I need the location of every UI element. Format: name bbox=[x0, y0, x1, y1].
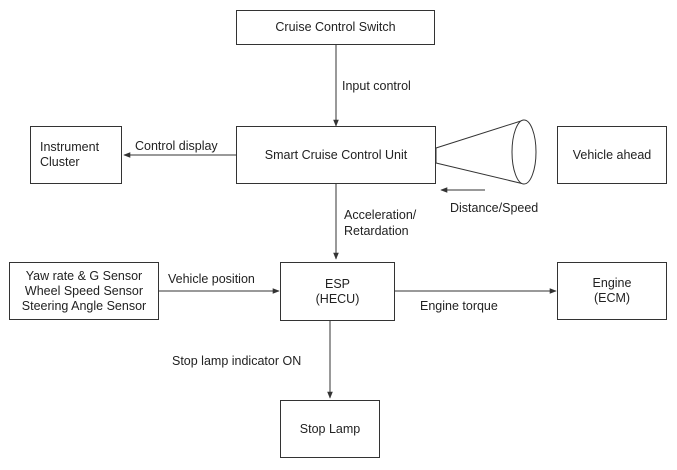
acceleration-label: Acceleration/ Retardation bbox=[344, 208, 417, 238]
esp-hecu-box: ESP (HECU) bbox=[280, 262, 395, 321]
engine-ecm-box: Engine (ECM) bbox=[557, 262, 667, 320]
distance-speed-label: Distance/Speed bbox=[450, 201, 539, 215]
cruise-control-switch-box: Cruise Control Switch bbox=[236, 10, 435, 45]
vehicle-ahead-box: Vehicle ahead bbox=[557, 126, 667, 184]
input-control-label: Input control bbox=[342, 79, 411, 93]
smart-cruise-control-unit-label: Smart Cruise Control Unit bbox=[264, 147, 408, 162]
vehicle-ahead-label: Vehicle ahead bbox=[572, 147, 652, 162]
vehicle-position-label: Vehicle position bbox=[168, 272, 255, 286]
radar-beam-icon bbox=[435, 119, 537, 185]
control-display-label: Control display bbox=[135, 139, 218, 153]
smart-cruise-control-unit-box: Smart Cruise Control Unit bbox=[236, 126, 436, 184]
sensors-label: Yaw rate & G Sensor Wheel Speed Sensor S… bbox=[21, 268, 147, 313]
engine-ecm-label: Engine (ECM) bbox=[592, 276, 632, 305]
engine-torque-label: Engine torque bbox=[420, 299, 498, 313]
stop-lamp-label: Stop Lamp bbox=[299, 421, 361, 436]
sensors-box: Yaw rate & G Sensor Wheel Speed Sensor S… bbox=[9, 262, 159, 320]
instrument-cluster-label: Instrument Cluster bbox=[40, 140, 100, 169]
stop-lamp-box: Stop Lamp bbox=[280, 400, 380, 458]
stop-lamp-indicator-label: Stop lamp indicator ON bbox=[172, 354, 302, 368]
esp-hecu-label: ESP (HECU) bbox=[315, 276, 360, 306]
instrument-cluster-box: Instrument Cluster bbox=[30, 126, 122, 184]
cruise-control-switch-label: Cruise Control Switch bbox=[275, 20, 396, 34]
